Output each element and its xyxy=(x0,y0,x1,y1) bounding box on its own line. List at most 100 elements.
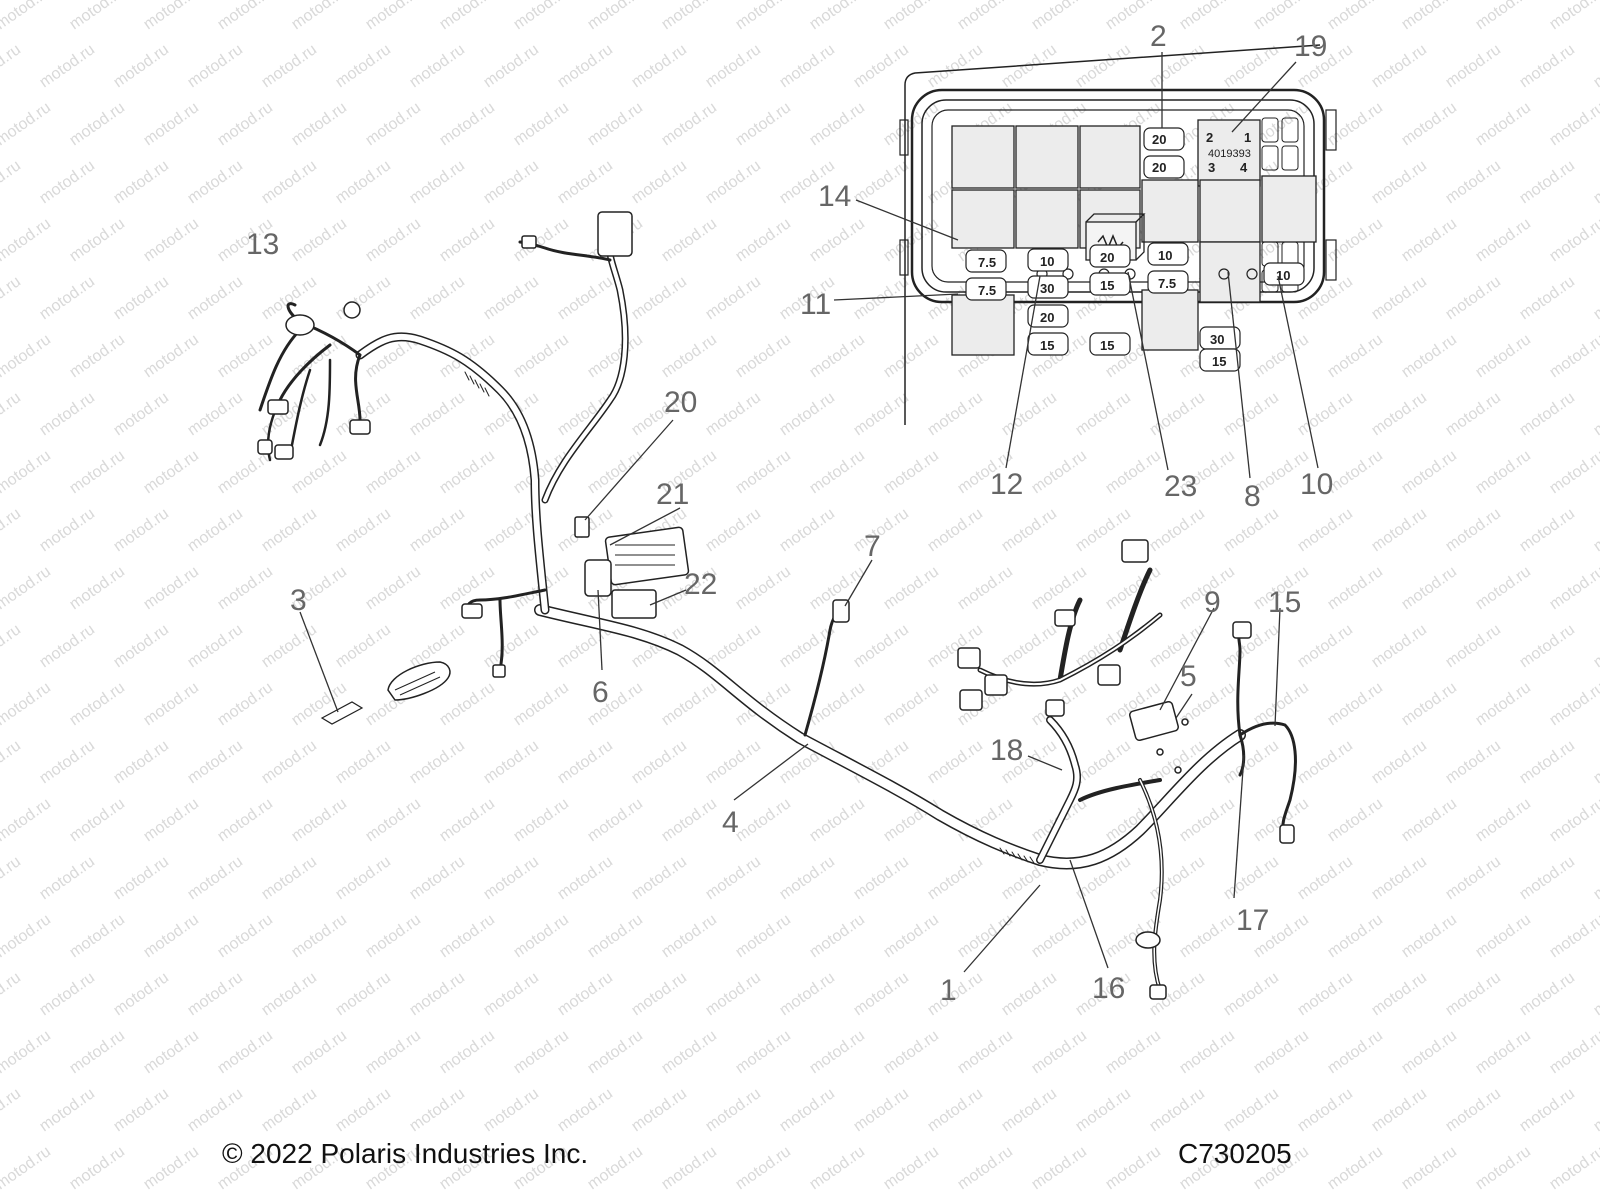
watermark-text: motod.ru xyxy=(1399,563,1460,613)
fuse-label: 7.5 xyxy=(978,283,996,298)
watermark-text: motod.ru xyxy=(333,505,394,555)
fuse-label: 10 xyxy=(1158,248,1172,263)
watermark-text: motod.ru xyxy=(1295,853,1356,903)
watermark-text: motod.ru xyxy=(37,505,98,555)
watermark-text: motod.ru xyxy=(67,215,128,265)
watermark-text: motod.ru xyxy=(437,99,498,149)
watermark-text: motod.ru xyxy=(1029,1143,1090,1193)
watermark-text: motod.ru xyxy=(481,853,542,903)
callout-20: 20 xyxy=(664,386,697,419)
watermark-text: motod.ru xyxy=(111,157,172,207)
watermark-text: motod.ru xyxy=(1517,505,1578,555)
watermark-text: motod.ru xyxy=(1473,215,1534,265)
watermark-text: motod.ru xyxy=(1547,911,1600,961)
watermark-text: motod.ru xyxy=(511,99,572,149)
fastener-5a xyxy=(1181,718,1189,726)
watermark-text: motod.ru xyxy=(437,911,498,961)
watermark-text: motod.ru xyxy=(1443,505,1504,555)
watermark-text: motod.ru xyxy=(111,273,172,323)
relay-pin-3: 3 xyxy=(1208,160,1215,175)
connector-17 xyxy=(1279,824,1295,844)
watermark-text: motod.ru xyxy=(333,1085,394,1135)
watermark-text: motod.ru xyxy=(1591,273,1600,323)
watermark-text: motod.ru xyxy=(585,1027,646,1077)
watermark-text: motod.ru xyxy=(1591,389,1600,439)
watermark-text: motod.ru xyxy=(629,1085,690,1135)
watermark-text: motod.ru xyxy=(733,331,794,381)
watermark-text: motod.ru xyxy=(1221,853,1282,903)
watermark-text: motod.ru xyxy=(703,737,764,787)
watermark-text: motod.ru xyxy=(881,1143,942,1193)
fuse-label: 20 xyxy=(1152,160,1166,175)
watermark-text: motod.ru xyxy=(363,795,424,845)
watermark-text: motod.ru xyxy=(0,911,54,961)
watermark-text: motod.ru xyxy=(185,41,246,91)
watermark-text: motod.ru xyxy=(511,795,572,845)
watermark-text: motod.ru xyxy=(185,505,246,555)
watermark-text: motod.ru xyxy=(0,273,24,323)
fuse-label: 30 xyxy=(1040,281,1054,296)
watermark-text: motod.ru xyxy=(407,273,468,323)
fuse-blade xyxy=(1147,270,1189,294)
callouts: 2 19 14 11 12 23 8 10 13 20 21 22 3 6 7 … xyxy=(246,20,1333,1007)
watermark-text: motod.ru xyxy=(111,737,172,787)
watermark-text: motod.ru xyxy=(1147,389,1208,439)
watermark-text: motod.ru xyxy=(407,505,468,555)
watermark-text: motod.ru xyxy=(1591,157,1600,207)
watermark-text: motod.ru xyxy=(0,679,54,729)
watermark-text: motod.ru xyxy=(807,1143,868,1193)
watermark-text: motod.ru xyxy=(111,1085,172,1135)
callout-6: 6 xyxy=(592,676,609,709)
fuse-label: 15 xyxy=(1040,338,1054,353)
connector-r3 xyxy=(957,647,981,669)
watermark-text: motod.ru xyxy=(1073,389,1134,439)
watermark-text: motod.ru xyxy=(1443,157,1504,207)
watermark-text: motod.ru xyxy=(851,41,912,91)
watermark-text: motod.ru xyxy=(1177,795,1238,845)
watermark-text: motod.ru xyxy=(999,505,1060,555)
watermark-text: motod.ru xyxy=(1029,1027,1090,1077)
watermark-text: motod.ru xyxy=(1473,1027,1534,1077)
watermark-text: motod.ru xyxy=(1325,911,1386,961)
watermark-text: motod.ru xyxy=(0,969,24,1019)
watermark-text: motod.ru xyxy=(585,447,646,497)
watermark-text: motod.ru xyxy=(67,679,128,729)
watermark-text: motod.ru xyxy=(1399,911,1460,961)
watermark-text: motod.ru xyxy=(851,853,912,903)
copyright-text: © 2022 Polaris Industries Inc. xyxy=(222,1138,589,1169)
watermark-text: motod.ru xyxy=(67,331,128,381)
watermark-text: motod.ru xyxy=(1443,1085,1504,1135)
watermark-text: motod.ru xyxy=(1295,737,1356,787)
watermark-text: motod.ru xyxy=(555,273,616,323)
watermark-text: motod.ru xyxy=(289,447,350,497)
watermark-text: motod.ru xyxy=(141,795,202,845)
watermark-text: motod.ru xyxy=(1251,1027,1312,1077)
watermark-text: motod.ru xyxy=(659,215,720,265)
watermark-text: motod.ru xyxy=(1177,1027,1238,1077)
watermark-text: motod.ru xyxy=(807,447,868,497)
watermark-text: motod.ru xyxy=(1443,273,1504,323)
relay-pin-4: 4 xyxy=(1240,160,1248,175)
watermark-text: motod.ru xyxy=(659,679,720,729)
watermark-text: motod.ru xyxy=(1517,157,1578,207)
watermark-text: motod.ru xyxy=(999,1085,1060,1135)
watermark-text: motod.ru xyxy=(141,447,202,497)
watermark-text: motod.ru xyxy=(1473,331,1534,381)
fuse-group xyxy=(965,127,1305,372)
watermark-text: motod.ru xyxy=(185,737,246,787)
watermark-text: motod.ru xyxy=(0,737,24,787)
fuse-label: 7.5 xyxy=(978,255,996,270)
fuse-box-module-21 xyxy=(604,526,690,586)
watermark-text: motod.ru xyxy=(259,621,320,671)
watermark-text: motod.ru xyxy=(925,389,986,439)
watermark-text: motod.ru xyxy=(1029,447,1090,497)
watermark-text: motod.ru xyxy=(289,1027,350,1077)
watermark-text: motod.ru xyxy=(925,737,986,787)
watermark-text: motod.ru xyxy=(437,795,498,845)
watermark-text: motod.ru xyxy=(777,389,838,439)
watermark-text: motod.ru xyxy=(37,1085,98,1135)
watermark-text: motod.ru xyxy=(1369,969,1430,1019)
watermark-text: motod.ru xyxy=(1517,853,1578,903)
relay-row-1 xyxy=(951,119,1261,189)
callout-11: 11 xyxy=(800,288,831,321)
